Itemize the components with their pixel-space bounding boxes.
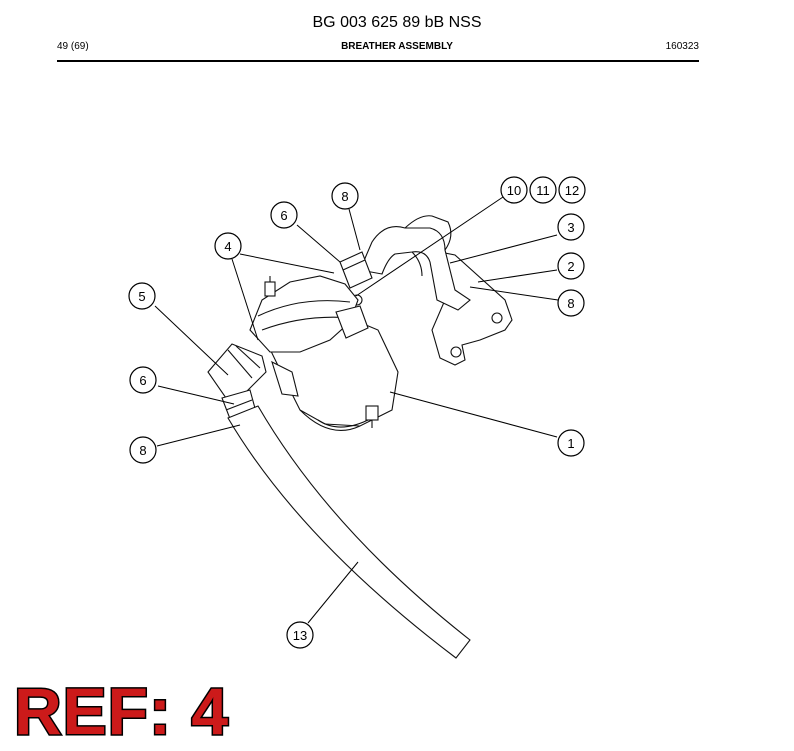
callout-8-bracket: 8 [557, 289, 585, 317]
drain-hose [227, 405, 471, 659]
section-title: BREATHER ASSEMBLY [341, 41, 453, 52]
svg-text:3: 3 [567, 220, 574, 235]
svg-text:5: 5 [138, 289, 145, 304]
callout-12: 12 [558, 176, 586, 204]
svg-text:11: 11 [536, 183, 550, 198]
svg-text:8: 8 [341, 189, 348, 204]
callout-8-bottom: 8 [129, 436, 157, 464]
svg-text:1: 1 [567, 436, 574, 451]
reference-label: REF: 4 [12, 674, 230, 748]
callout-4: 4 [214, 232, 242, 260]
filter-head [249, 275, 369, 397]
callout-5: 5 [128, 282, 156, 310]
page-number: 49 (69) [57, 41, 89, 52]
callout-13: 13 [286, 621, 314, 649]
svg-text:8: 8 [567, 296, 574, 311]
header-rule [57, 60, 699, 62]
callout-3: 3 [557, 213, 585, 241]
svg-text:13: 13 [293, 628, 307, 643]
callout-6-top: 6 [270, 201, 298, 229]
svg-text:4: 4 [224, 239, 231, 254]
inlet-connector [207, 343, 267, 399]
callout-6-bottom: 6 [129, 366, 157, 394]
document-number: BG 003 625 89 bB NSS [312, 14, 482, 31]
callout-8-top: 8 [331, 182, 359, 210]
upper-clamp [339, 251, 373, 306]
svg-text:2: 2 [567, 259, 574, 274]
svg-text:6: 6 [280, 208, 287, 223]
svg-text:8: 8 [139, 443, 146, 458]
date-code: 160323 [665, 41, 699, 52]
callout-1: 1 [557, 429, 585, 457]
callout-10: 10 [500, 176, 528, 204]
svg-text:12: 12 [565, 183, 579, 198]
upper-hose [359, 215, 471, 311]
callout-11: 11 [529, 176, 557, 204]
svg-text:10: 10 [507, 183, 521, 198]
leader-lines [154, 196, 559, 624]
callout-2: 2 [557, 252, 585, 280]
svg-text:6: 6 [139, 373, 146, 388]
